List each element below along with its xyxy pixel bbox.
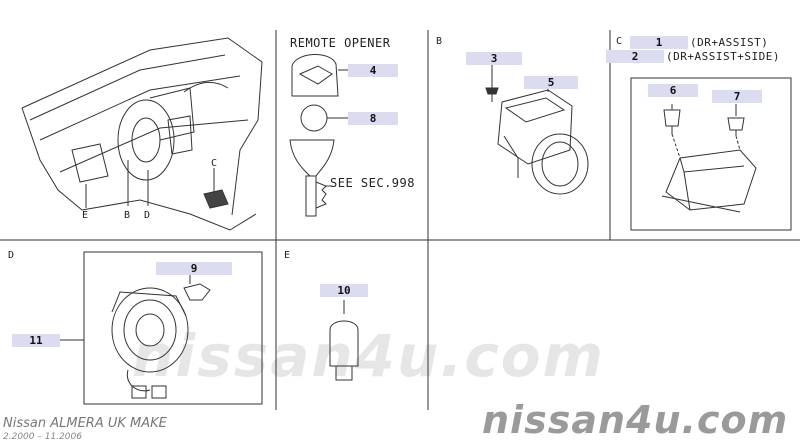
watermark-large: nissan4u.com — [132, 322, 605, 390]
section-b-label: B — [436, 36, 443, 47]
callout-part-4[interactable]: 4 — [348, 64, 398, 77]
callout-part-5[interactable]: 5 — [524, 76, 578, 89]
production-dates: 2.2000 – 11.2006 — [3, 432, 82, 442]
dashboard-outline-icon — [21, 37, 263, 231]
watermark-small: nissan4u.com — [482, 398, 789, 442]
bulb-icon — [329, 300, 359, 381]
section-dividers — [0, 30, 800, 410]
view-letter-e: E — [82, 210, 89, 221]
see-section-note: SEE SEC.998 — [330, 176, 415, 190]
model-name: Nissan ALMERA UK MAKE — [3, 416, 167, 431]
view-letter-c: C — [211, 158, 218, 169]
variant-dr-assist-side: (DR+ASSIST+SIDE) — [666, 50, 780, 63]
key-fob-icon — [289, 54, 370, 217]
section-e-label: E — [284, 250, 291, 261]
callout-part-3[interactable]: 3 — [466, 52, 522, 65]
variant-dr-assist: (DR+ASSIST) — [690, 36, 769, 49]
callout-part-8[interactable]: 8 — [348, 112, 398, 125]
air-bag-sensor-icon — [485, 64, 589, 195]
callout-part-2[interactable]: 2 — [606, 50, 664, 63]
section-c-label: C — [616, 36, 623, 47]
callout-part-7[interactable]: 7 — [712, 90, 762, 103]
view-letter-b: B — [124, 210, 131, 221]
callout-part-11[interactable]: 11 — [12, 334, 60, 347]
remote-opener-title: REMOTE OPENER — [290, 36, 391, 50]
view-letter-d: D — [144, 210, 151, 221]
callout-part-1[interactable]: 1 — [630, 36, 688, 49]
callout-part-9[interactable]: 9 — [156, 262, 232, 275]
section-c-frame — [630, 77, 792, 231]
section-d-frame — [60, 251, 263, 405]
callout-part-6[interactable]: 6 — [648, 84, 698, 97]
callout-part-10[interactable]: 10 — [320, 284, 368, 297]
section-d-label: D — [8, 250, 15, 261]
